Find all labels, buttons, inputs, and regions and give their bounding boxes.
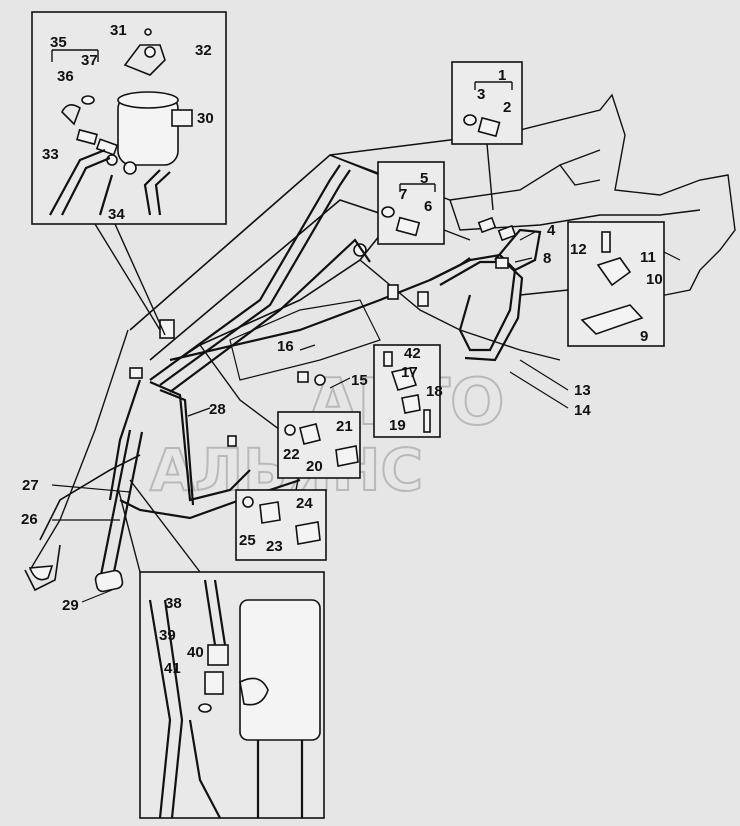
- main-fittings: [129, 216, 517, 447]
- callout-9: 9: [640, 328, 648, 345]
- callout-38: 38: [165, 595, 182, 612]
- callout-4: 4: [547, 222, 556, 239]
- callout-42: 42: [404, 345, 421, 362]
- inset-kit-1: [451, 61, 523, 211]
- callout-30: 30: [197, 110, 214, 127]
- leader-lines: [51, 231, 569, 603]
- inset-kit-5: [377, 161, 471, 245]
- inset-clamp-20: [277, 411, 361, 479]
- callout-19: 19: [389, 417, 406, 434]
- callout-40: 40: [187, 644, 204, 661]
- callout-labels: 1 2 3 4 5 6 7 8 9 10 11 12 13 14 15 16 1…: [21, 22, 663, 677]
- callout-13: 13: [574, 382, 591, 399]
- callout-2: 2: [503, 99, 511, 116]
- callout-29: 29: [62, 597, 79, 614]
- hose-runs: [108, 164, 542, 520]
- callout-39: 39: [159, 627, 176, 644]
- callout-5: 5: [420, 170, 428, 187]
- callout-25: 25: [239, 532, 256, 549]
- callout-20: 20: [306, 458, 323, 475]
- callout-18: 18: [426, 383, 443, 400]
- callout-34: 34: [108, 206, 125, 223]
- callout-6: 6: [424, 198, 432, 215]
- callout-37: 37: [81, 52, 98, 69]
- callout-33: 33: [42, 146, 59, 163]
- inset-clamp-23: [235, 489, 327, 561]
- callout-11: 11: [640, 249, 656, 266]
- callout-8: 8: [543, 250, 551, 267]
- callout-27: 27: [22, 477, 39, 494]
- callout-41: 41: [164, 660, 181, 677]
- callout-21: 21: [336, 418, 353, 435]
- callout-14: 14: [574, 402, 591, 419]
- callout-28: 28: [209, 401, 226, 418]
- callout-1: 1: [498, 67, 506, 84]
- callout-15: 15: [351, 372, 368, 389]
- callout-32: 32: [195, 42, 212, 59]
- tractor-frame: [24, 93, 736, 593]
- callout-10: 10: [646, 271, 663, 288]
- inset-clamp-17: [373, 344, 441, 438]
- inset-clamp-9: [519, 221, 665, 347]
- callout-31: 31: [110, 22, 127, 39]
- callout-23: 23: [266, 538, 283, 555]
- inset-valve-detail: [31, 11, 227, 336]
- callout-3: 3: [477, 86, 485, 103]
- callout-17: 17: [401, 364, 418, 381]
- callout-22: 22: [283, 446, 300, 463]
- callout-24: 24: [296, 495, 313, 512]
- callout-16: 16: [277, 338, 294, 355]
- callout-36: 36: [57, 68, 74, 85]
- callout-7: 7: [399, 186, 407, 203]
- inset-cylinder-detail: [117, 479, 325, 819]
- callout-35: 35: [50, 34, 67, 51]
- callout-12: 12: [570, 241, 587, 258]
- callout-26: 26: [21, 511, 38, 528]
